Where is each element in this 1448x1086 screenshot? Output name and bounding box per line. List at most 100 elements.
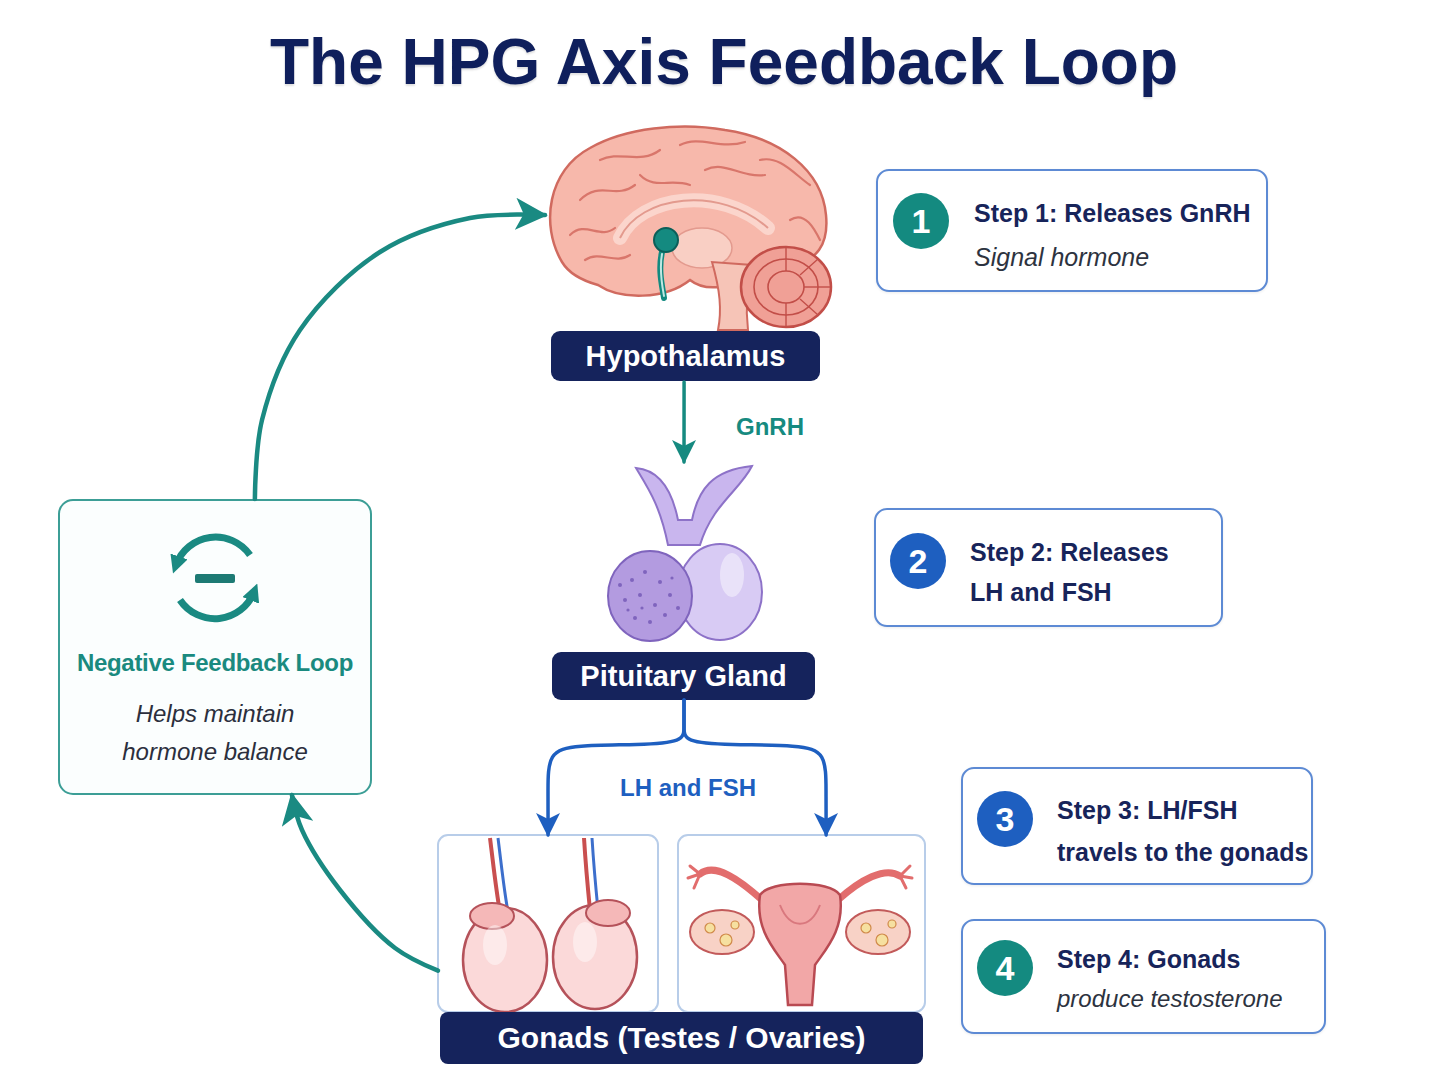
brain-illustration <box>785 247 786 271</box>
arrow-line <box>255 215 545 499</box>
step-number-badge: 4 <box>977 940 1033 996</box>
brain-illustration <box>550 127 831 330</box>
brain-illustration <box>620 200 768 238</box>
brain-illustration <box>760 159 810 185</box>
arrow-line <box>292 795 438 971</box>
step-number: 2 <box>890 533 946 589</box>
brain-illustration <box>786 247 831 327</box>
flow-arrow <box>255 215 545 499</box>
step-number-badge: 1 <box>893 193 949 249</box>
pituitary-illustration <box>623 598 627 602</box>
gonads-panel: Gonads (Testes / Ovaries) <box>438 835 925 1065</box>
feedback-icon <box>176 537 254 619</box>
flow-arrow <box>684 382 685 462</box>
pituitary-illustration <box>663 613 667 617</box>
brain-illustration <box>640 175 690 185</box>
testes-illustration <box>586 900 630 926</box>
brain-illustration <box>654 228 678 252</box>
step-heading: Step 2: Releases LH and FSH <box>970 532 1195 612</box>
brain-illustration <box>790 217 820 240</box>
ovaries-illustration <box>838 873 900 900</box>
pituitary-illustration <box>678 544 762 640</box>
brain-illustration <box>712 262 752 330</box>
testes-illustration <box>438 835 658 1012</box>
step-box: Step 3: LH/FSH travels to the gonads 3 <box>961 767 1313 885</box>
ovaries-illustration <box>780 905 820 924</box>
pituitary-illustration <box>640 606 643 609</box>
brain-illustration <box>620 200 768 238</box>
brain-illustration <box>550 127 826 296</box>
ovaries-illustration <box>720 934 732 946</box>
brain-illustration <box>585 255 630 260</box>
brain-illustration <box>570 228 615 235</box>
brain-illustration <box>705 167 765 175</box>
brain-illustration <box>785 303 786 327</box>
ovaries-illustration <box>731 921 739 929</box>
brain-illustration <box>768 271 804 303</box>
structure-name: Pituitary Gland <box>552 652 815 700</box>
diagram-title: The HPG Axis Feedback Loop <box>0 22 1448 102</box>
brain-illustration <box>660 252 664 298</box>
brain-illustration <box>800 299 818 315</box>
pituitary-illustration <box>648 620 652 624</box>
feedback-heading: Negative Feedback Loop <box>60 647 370 679</box>
brain-illustration <box>580 185 635 200</box>
ovaries-illustration <box>678 835 925 1012</box>
pituitary-illustration <box>653 603 657 607</box>
pituitary-illustration <box>720 553 744 597</box>
pituitary-illustration <box>643 570 647 574</box>
brain-illustration <box>800 259 818 275</box>
flow-arrow <box>548 700 826 835</box>
pituitary-illustration <box>608 551 692 641</box>
step-box: Step 2: Releases LH and FSH 2 <box>874 508 1223 627</box>
pituitary-label: Pituitary Gland <box>552 462 815 700</box>
testes-illustration <box>470 903 514 929</box>
brain-illustration <box>672 228 732 268</box>
ovaries-illustration <box>861 923 871 933</box>
step-heading: Step 3: LH/FSH travels to the gonads <box>1057 789 1313 873</box>
pituitary-illustration <box>630 578 634 582</box>
brain-illustration <box>754 259 818 315</box>
feedback-icon <box>195 574 235 583</box>
step-number: 1 <box>893 193 949 249</box>
testes-illustration <box>498 838 508 912</box>
step-number-badge: 3 <box>977 791 1033 847</box>
hormone-label: LH and FSH <box>620 772 756 804</box>
pituitary-illustration <box>638 593 642 597</box>
step-box: Step 4: Gonadsproduce testosterone4 <box>961 919 1326 1034</box>
feedback-icon <box>176 537 250 565</box>
ovaries-illustration <box>705 920 896 946</box>
step-number: 4 <box>977 940 1033 996</box>
structure-name: Gonads (Testes / Ovaries) <box>440 1012 923 1064</box>
arrow-line <box>684 700 826 835</box>
brain-illustration <box>570 141 820 260</box>
ovaries-illustration <box>846 910 910 954</box>
ovaries-illustration <box>876 934 888 946</box>
ovaries-illustration <box>700 870 762 900</box>
pituitary-illustration <box>676 606 680 610</box>
arrow-line <box>548 700 684 835</box>
ovaries-illustration <box>759 884 841 1005</box>
testes-illustration <box>463 908 547 1012</box>
step-heading: Step 4: Gonads <box>1057 943 1317 975</box>
ovaries-illustration <box>690 910 754 954</box>
structure-name: Hypothalamus <box>551 331 820 381</box>
pituitary-illustration <box>633 616 637 620</box>
brain-illustration <box>600 150 660 160</box>
flow-arrow <box>292 795 438 971</box>
feedback-box: Negative Feedback LoopHelps maintain hor… <box>58 499 372 795</box>
step-box: Step 1: Releases GnRHSignal hormone1 <box>876 169 1268 292</box>
testes-illustration <box>592 838 598 910</box>
step-number: 3 <box>977 791 1033 847</box>
hormone-label: GnRH <box>736 411 804 443</box>
pituitary-illustration <box>670 576 673 579</box>
brain-illustration <box>680 141 745 145</box>
testes-illustration <box>483 925 507 965</box>
hypothalamus-label: Hypothalamus <box>545 128 830 382</box>
ovaries-illustration <box>688 866 700 888</box>
testes-illustration <box>490 838 500 912</box>
pituitary-illustration <box>668 593 672 597</box>
testes-illustration <box>584 838 590 910</box>
